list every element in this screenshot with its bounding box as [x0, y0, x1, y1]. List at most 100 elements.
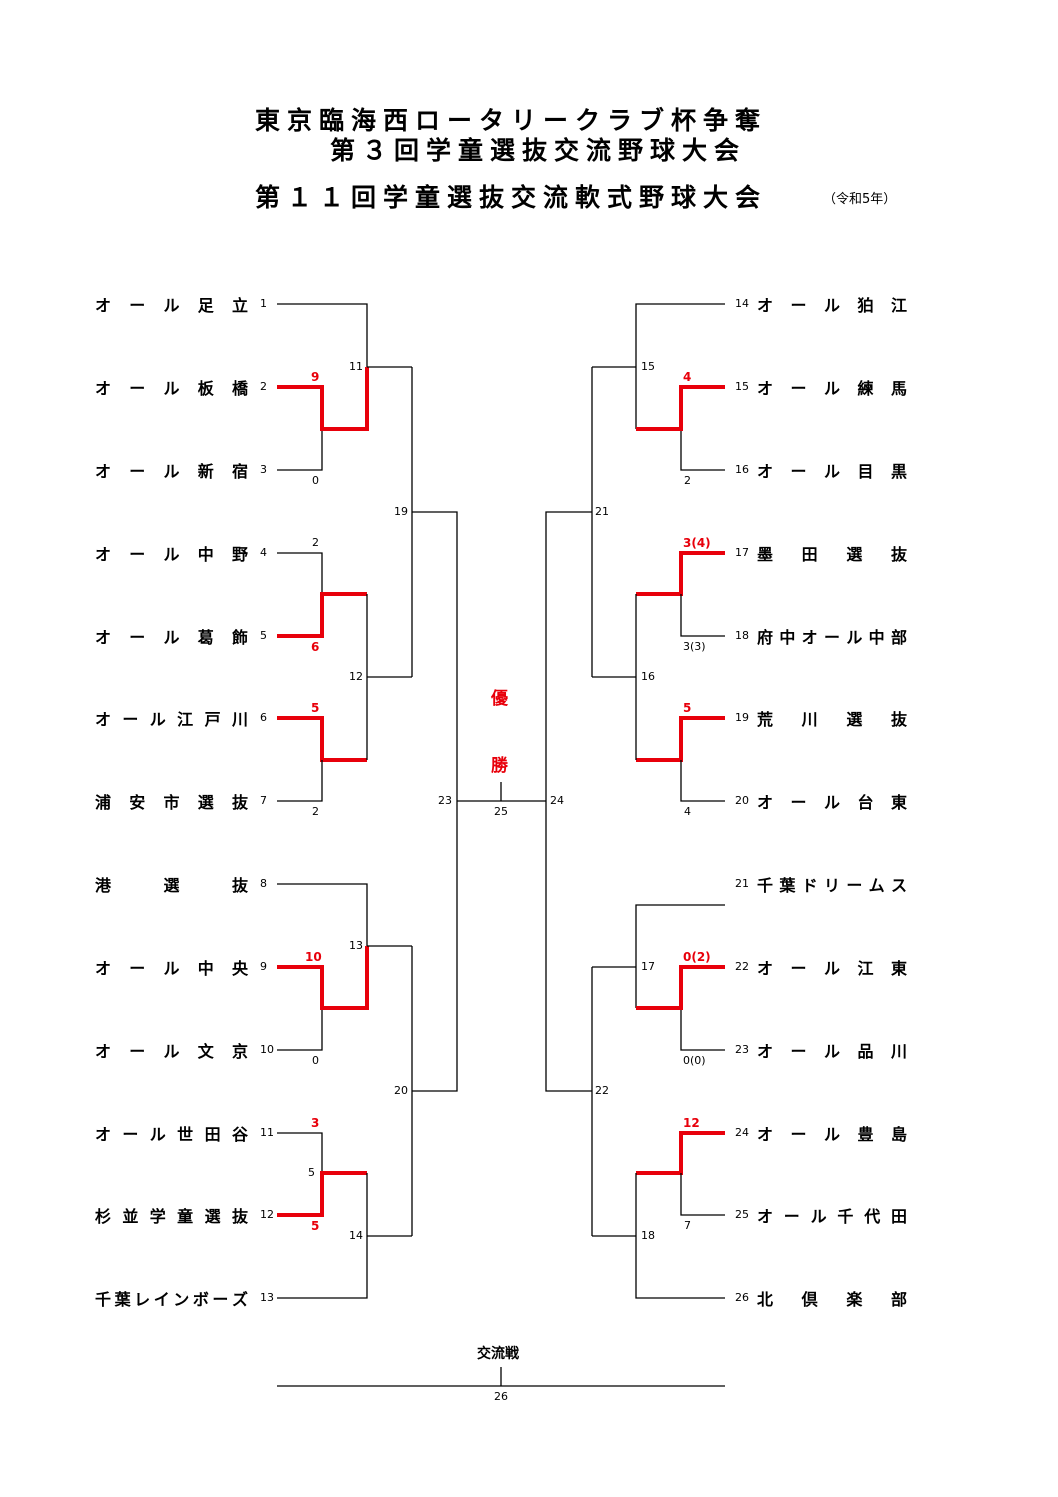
team-name-char: 橋 — [231, 379, 248, 398]
team-name-char: 新 — [197, 462, 214, 481]
team-name-char: 田 — [890, 1207, 907, 1226]
team-name-char: ル — [163, 462, 180, 481]
team-name-char: 田 — [801, 545, 818, 564]
team-name-char: 抜 — [890, 710, 907, 729]
team-name-char: ー — [790, 379, 807, 398]
team-name-char: 学 — [149, 1207, 166, 1226]
team-name-char: 中 — [868, 628, 885, 647]
match-number: 12 — [349, 670, 363, 683]
team-name: 千葉ドリームス — [757, 874, 907, 895]
team-name-char: オ — [757, 1125, 774, 1144]
match-number: 17 — [641, 960, 655, 973]
team-name-char: ー — [129, 462, 146, 481]
team-name-char: 選 — [204, 1207, 221, 1226]
team-name-char: 中 — [197, 959, 214, 978]
bracket-line — [680, 429, 725, 471]
team-name-char: オ — [95, 959, 112, 978]
team-name: オール練馬 — [757, 377, 907, 398]
bracket-line — [635, 303, 725, 429]
match-number: 21 — [595, 505, 609, 518]
team-name-char: ル — [163, 379, 180, 398]
team-name-char: 抜 — [231, 1207, 248, 1226]
match-number: 22 — [595, 1084, 609, 1097]
team-name-char: 黒 — [890, 462, 907, 481]
bracket-line — [680, 760, 725, 802]
team-name-char: 選 — [197, 793, 214, 812]
team-name-char: ス — [890, 876, 907, 895]
match-number: 14 — [349, 1229, 363, 1242]
bracket-line — [635, 904, 725, 1008]
team-name-char: 部 — [890, 628, 907, 647]
score-winner: 5 — [311, 1219, 320, 1233]
team-name-char: オ — [95, 1125, 112, 1144]
seed-number: 15 — [735, 380, 749, 393]
team-name: オール狛江 — [757, 294, 907, 315]
score-loser: 0(0) — [683, 1054, 706, 1067]
team-name-char: 野 — [231, 545, 248, 564]
team-name: オール江戸川 — [95, 708, 248, 729]
team-name-char: 島 — [890, 1125, 907, 1144]
team-name-char: レ — [134, 1290, 151, 1309]
seed-number: 1 — [260, 297, 267, 310]
team-name: オール世田谷 — [95, 1123, 248, 1144]
winner-path — [636, 965, 725, 1010]
team-name-char: 宿 — [231, 462, 248, 481]
champion-label-1: 優 — [491, 689, 508, 709]
winner-path — [636, 551, 725, 596]
seed-number: 9 — [260, 960, 267, 973]
team-name: 港選抜 — [95, 874, 248, 895]
team-name-char: 谷 — [231, 1125, 248, 1144]
score-winner: 3 — [311, 1116, 320, 1130]
team-name-char: 川 — [890, 1042, 907, 1061]
team-name-char: 中 — [779, 628, 796, 647]
team-name-char: 抜 — [231, 793, 248, 812]
team-name-char: 江 — [177, 710, 194, 729]
team-name-char: ル — [823, 296, 840, 315]
score-winner: 5 — [311, 701, 320, 715]
team-name-char: 抜 — [890, 545, 907, 564]
winner-path — [277, 1171, 367, 1217]
bracket-line — [680, 1008, 725, 1051]
team-name-char: 飾 — [231, 628, 248, 647]
team-name-char: オ — [757, 379, 774, 398]
team-name-char: 千 — [757, 876, 774, 895]
year-note: （令和5年） — [823, 192, 897, 207]
team-name-char: 足 — [197, 296, 214, 315]
team-name-char: オ — [95, 545, 112, 564]
score-winner: 3(4) — [683, 536, 711, 550]
team-name-char: ズ — [231, 1290, 248, 1309]
team-name-char: 東 — [890, 959, 907, 978]
team-name: オール豊島 — [757, 1123, 907, 1144]
seed-number: 8 — [260, 877, 267, 890]
team-name-char: ド — [801, 876, 818, 895]
team-name: 浦安市選抜 — [95, 791, 248, 812]
team-name-char: ー — [129, 545, 146, 564]
team-name: 千葉レインボーズ — [95, 1288, 248, 1309]
team-name-char: ー — [783, 1207, 800, 1226]
team-name: オール中野 — [95, 543, 248, 564]
team-name-char: ー — [790, 959, 807, 978]
team-name-char: オ — [757, 462, 774, 481]
bracket-line — [545, 801, 592, 1092]
team-name-char: 豊 — [857, 1125, 874, 1144]
team-name-char: 千 — [95, 1290, 112, 1309]
team-name-char: 東 — [890, 793, 907, 812]
title-line-2: 第３回学童選抜交流野球大会 — [330, 136, 747, 165]
team-name: オール千代田 — [757, 1205, 907, 1226]
seed-number: 6 — [260, 711, 267, 724]
match-number: 19 — [394, 505, 408, 518]
team-name-char: オ — [757, 1042, 774, 1061]
team-name-char: 代 — [864, 1207, 881, 1226]
seed-number: 16 — [735, 463, 749, 476]
winner-path — [277, 716, 367, 762]
team-name-char: ル — [163, 545, 180, 564]
team-name-char: ル — [163, 628, 180, 647]
match-number: 18 — [641, 1229, 655, 1242]
bracket-line — [635, 1173, 725, 1299]
seed-number: 4 — [260, 546, 267, 559]
seed-number: 10 — [260, 1043, 274, 1056]
team-name: 杉並学童選抜 — [95, 1205, 248, 1226]
team-name-char: 葛 — [197, 628, 214, 647]
team-name-char: 葉 — [114, 1290, 131, 1309]
team-name-char: ー — [790, 1125, 807, 1144]
